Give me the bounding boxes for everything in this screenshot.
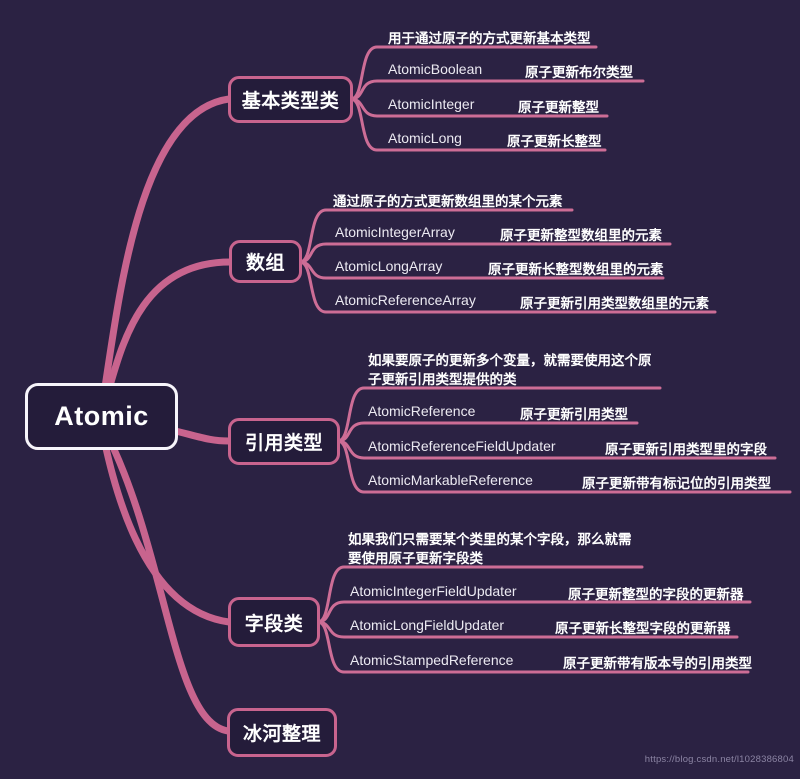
- child-connector: [298, 260, 717, 314]
- leaf-topic-desc: 原子更新整型的字段的更新器: [568, 587, 744, 602]
- leaf-topic-desc: 原子更新引用类型里的字段: [605, 442, 767, 457]
- leaf-topic-name[interactable]: AtomicStampedReference: [350, 652, 514, 668]
- leaf-topic-desc: 原子更新整型数组里的元素: [500, 228, 662, 243]
- leaf-topic-name[interactable]: AtomicLongFieldUpdater: [350, 617, 505, 633]
- topic-note[interactable]: 如果要原子的更新多个变量，就需要使用这个原 子更新引用类型提供的类: [368, 353, 652, 387]
- watermark-url: https://blog.csdn.net/l1028386804: [644, 754, 794, 765]
- leaf-topic-name[interactable]: AtomicLongArray: [335, 258, 443, 274]
- trunk-curve-binghe: [96, 417, 232, 735]
- branch-topic-binghe[interactable]: 冰河整理: [227, 708, 337, 757]
- branch-topic-basic-types[interactable]: 基本类型类: [228, 76, 353, 123]
- trunk-curve-basic-types: [96, 95, 233, 422]
- leaf-topic-desc: 原子更新引用类型: [520, 407, 628, 422]
- leaf-topic-desc: 原子更新带有版本号的引用类型: [563, 656, 752, 671]
- leaf-topic-desc: 原子更新长整型: [507, 134, 602, 149]
- child-connector: [336, 439, 792, 494]
- leaf-topic-name[interactable]: AtomicIntegerFieldUpdater: [350, 583, 517, 599]
- leaf-topic-desc: 原子更新引用类型数组里的元素: [520, 296, 709, 311]
- root-topic[interactable]: Atomic: [25, 383, 178, 450]
- leaf-topic-name[interactable]: AtomicIntegerArray: [335, 224, 455, 240]
- leaf-topic-name[interactable]: AtomicInteger: [388, 96, 475, 112]
- child-connector: [349, 97, 607, 152]
- topic-note[interactable]: 通过原子的方式更新数组里的某个元素: [333, 194, 563, 209]
- leaf-topic-name[interactable]: AtomicBoolean: [388, 61, 483, 77]
- leaf-topic-name[interactable]: AtomicMarkableReference: [368, 472, 533, 488]
- leaf-topic-desc: 原子更新长整型字段的更新器: [555, 621, 731, 636]
- leaf-topic-name[interactable]: AtomicLong: [388, 130, 462, 146]
- leaf-topic-name[interactable]: AtomicReferenceArray: [335, 292, 476, 308]
- branch-topic-arrays[interactable]: 数组: [229, 240, 302, 283]
- topic-note[interactable]: 用于通过原子的方式更新基本类型: [388, 31, 591, 46]
- leaf-topic-desc: 原子更新布尔类型: [525, 65, 633, 80]
- leaf-topic-desc: 原子更新带有标记位的引用类型: [582, 476, 771, 491]
- topic-note[interactable]: 如果我们只需要某个类里的某个字段，那么就需 要使用原子更新字段类: [348, 532, 632, 566]
- trunk-curve-fields: [96, 416, 233, 626]
- branch-topic-fields[interactable]: 字段类: [228, 597, 320, 647]
- leaf-topic-name[interactable]: AtomicReference: [368, 403, 476, 419]
- child-connector: [316, 620, 750, 674]
- branch-topic-references[interactable]: 引用类型: [228, 418, 340, 465]
- leaf-topic-name[interactable]: AtomicReferenceFieldUpdater: [368, 438, 556, 454]
- leaf-topic-desc: 原子更新长整型数组里的元素: [488, 262, 664, 277]
- leaf-topic-desc: 原子更新整型: [518, 100, 599, 115]
